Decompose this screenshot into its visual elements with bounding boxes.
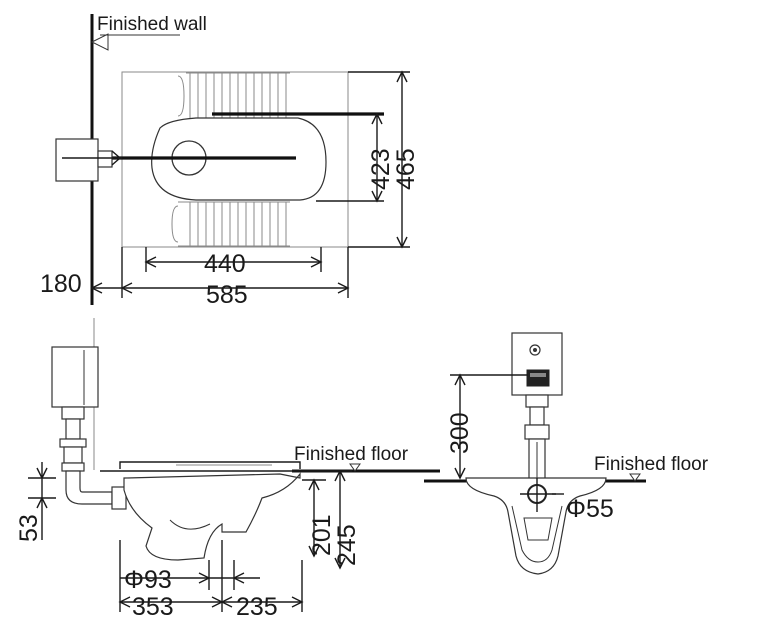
dim-180: 180 [40,270,82,298]
bottom-grip-ribs [171,201,290,247]
dim-phi93: Φ93 [124,566,172,594]
side-view: Finished floor 53 201 245 Φ93 [15,318,440,621]
side-pan-body [123,472,301,561]
dim-353: 353 [132,593,174,621]
front-view: 300 Finished floor Φ55 [424,332,709,575]
front-flush-button [526,369,550,387]
dim-440: 440 [204,250,246,278]
dim-245: 245 [333,524,361,566]
finished-wall-label: Finished wall [97,14,207,35]
dim-phi55: Φ55 [566,495,614,523]
wall-flush-box [55,138,99,182]
side-flush-box [51,346,99,408]
dim-235: 235 [236,593,278,621]
dim-585: 585 [206,281,248,309]
finished-floor-label-side: Finished floor [294,444,409,465]
dim-201: 201 [308,514,336,556]
dim-300: 300 [446,412,474,454]
finished-floor-label-front: Finished floor [594,454,709,475]
front-pan-body [465,477,607,575]
plan-view: Finished wall 423 [40,14,420,309]
finished-wall-arrow [90,33,109,51]
dim-465: 465 [392,148,420,190]
dim-53: 53 [15,514,43,542]
dim-423: 423 [367,148,395,190]
side-flush-pipe [65,470,113,505]
top-grip-ribs [177,72,290,120]
